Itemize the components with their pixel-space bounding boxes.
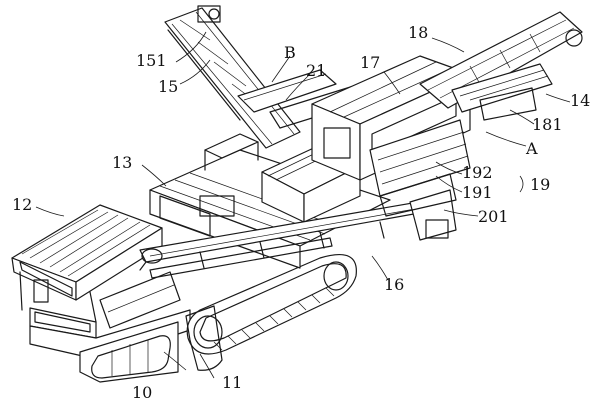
chassis [29, 271, 191, 383]
label-13: 13 [112, 153, 132, 172]
right-boom [419, 11, 583, 121]
crawler-track [185, 254, 357, 371]
label-19: 19 [530, 175, 550, 194]
label-181: 181 [532, 115, 563, 134]
label-14: 14 [570, 91, 590, 110]
label-192: 192 [462, 163, 493, 182]
label-11: 11 [222, 373, 242, 392]
label-18: 18 [408, 23, 428, 42]
label-191: 191 [462, 183, 493, 202]
label-A: A [525, 139, 538, 158]
label-21: 21 [306, 61, 326, 80]
label-10: 10 [132, 383, 152, 402]
label-17: 17 [360, 53, 380, 72]
leader-lines [35, 31, 571, 379]
label-15: 15 [158, 77, 178, 96]
reference-labels: 12 13 151 15 B 21 17 18 14 181 A 192 191… [12, 23, 590, 402]
lower-right-frame [369, 119, 471, 217]
label-B: B [284, 43, 296, 62]
label-12: 12 [12, 195, 32, 214]
label-151: 151 [136, 51, 167, 70]
label-16: 16 [384, 275, 404, 294]
label-201: 201 [478, 207, 509, 226]
feed-hopper [11, 204, 163, 339]
